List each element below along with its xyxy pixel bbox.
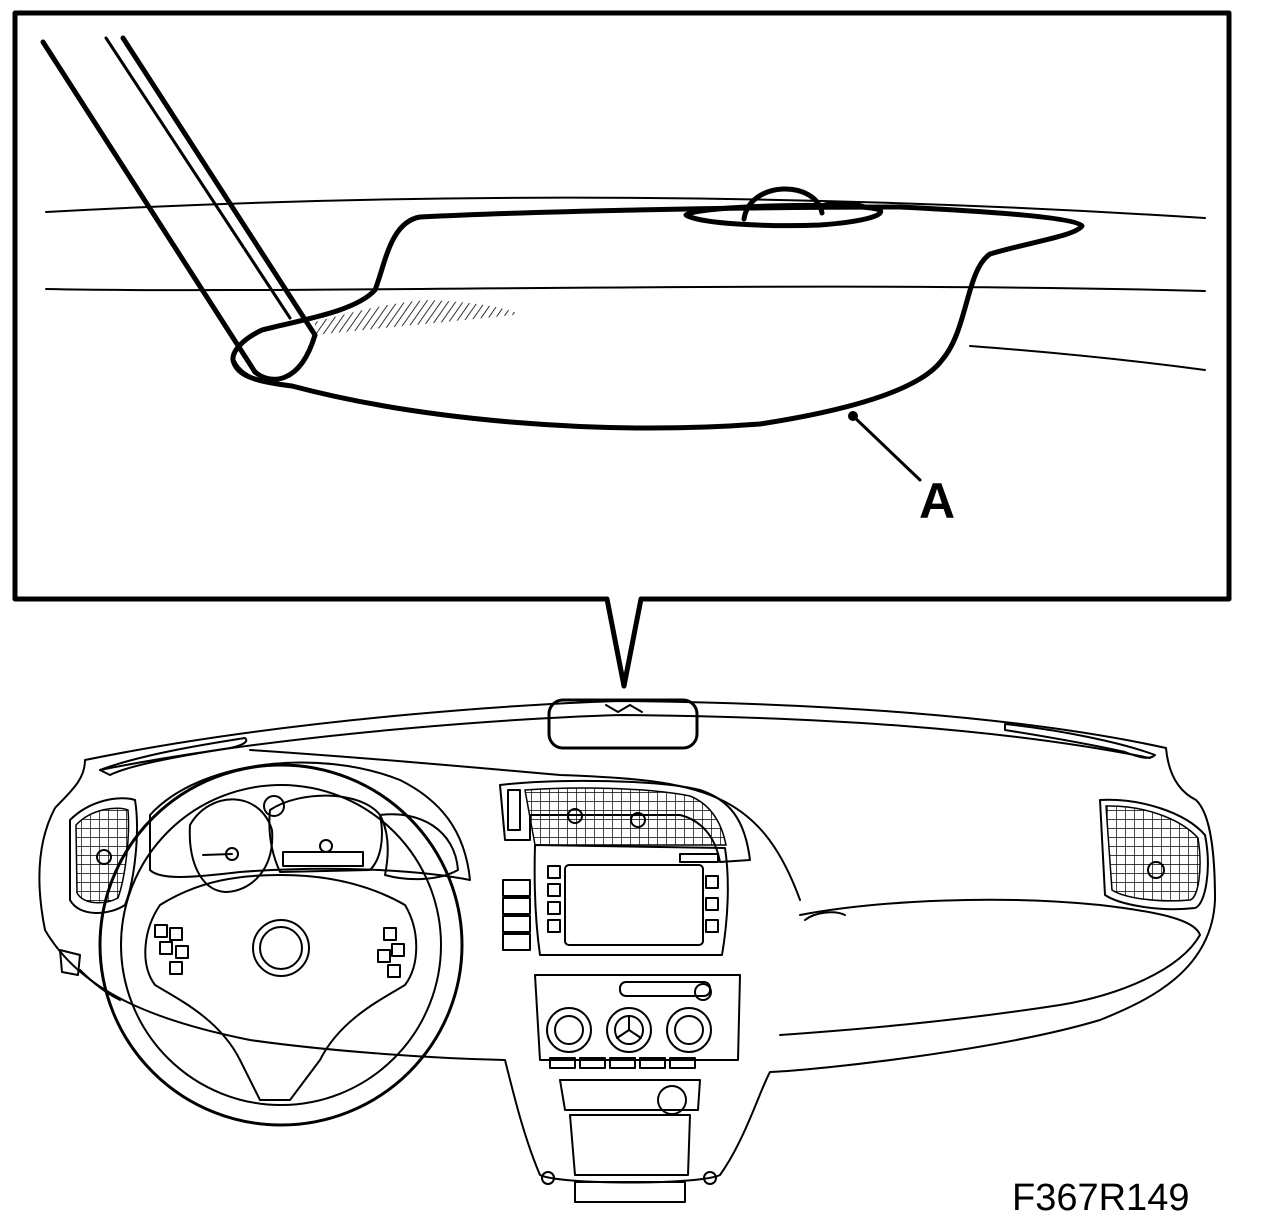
instrument-hood [149, 761, 471, 881]
dash-top-edge-inner [99, 714, 1151, 771]
rain-sensor-housing [547, 698, 699, 750]
climate-control [534, 974, 741, 1069]
callout-label-a: A [919, 473, 955, 529]
steering-wheel [98, 763, 464, 1127]
callout-leader-line [851, 414, 922, 482]
dash-surface-line-lower [969, 345, 1206, 371]
dash-outline [38, 700, 1216, 1184]
dash-surface-line-mid [45, 285, 1206, 292]
sensor-shadow-hatch [315, 300, 520, 335]
detail-view: A [12, 10, 1232, 689]
figure-id: F367R149 [1012, 1177, 1189, 1219]
dash-crease-line [249, 749, 801, 901]
callout-leader-dot [848, 411, 858, 421]
lower-console [541, 1079, 717, 1203]
detail-frame [12, 10, 1232, 689]
instrument-cluster [188, 794, 459, 893]
infotainment-unit [533, 844, 729, 956]
defrost-vent-left [99, 737, 248, 776]
dashboard-overview [38, 698, 1216, 1203]
right-air-vent [1099, 798, 1209, 911]
sensor-cover-outline [230, 204, 1085, 431]
center-switch-column [502, 879, 531, 951]
left-air-vent [69, 797, 138, 914]
glovebox-outline [779, 898, 1201, 1036]
a-pillar [40, 35, 318, 388]
center-air-vent [499, 779, 751, 863]
dome-sensor [683, 186, 884, 229]
defrost-vent-right [1004, 723, 1156, 759]
dash-surface-line-upper [45, 196, 1206, 219]
